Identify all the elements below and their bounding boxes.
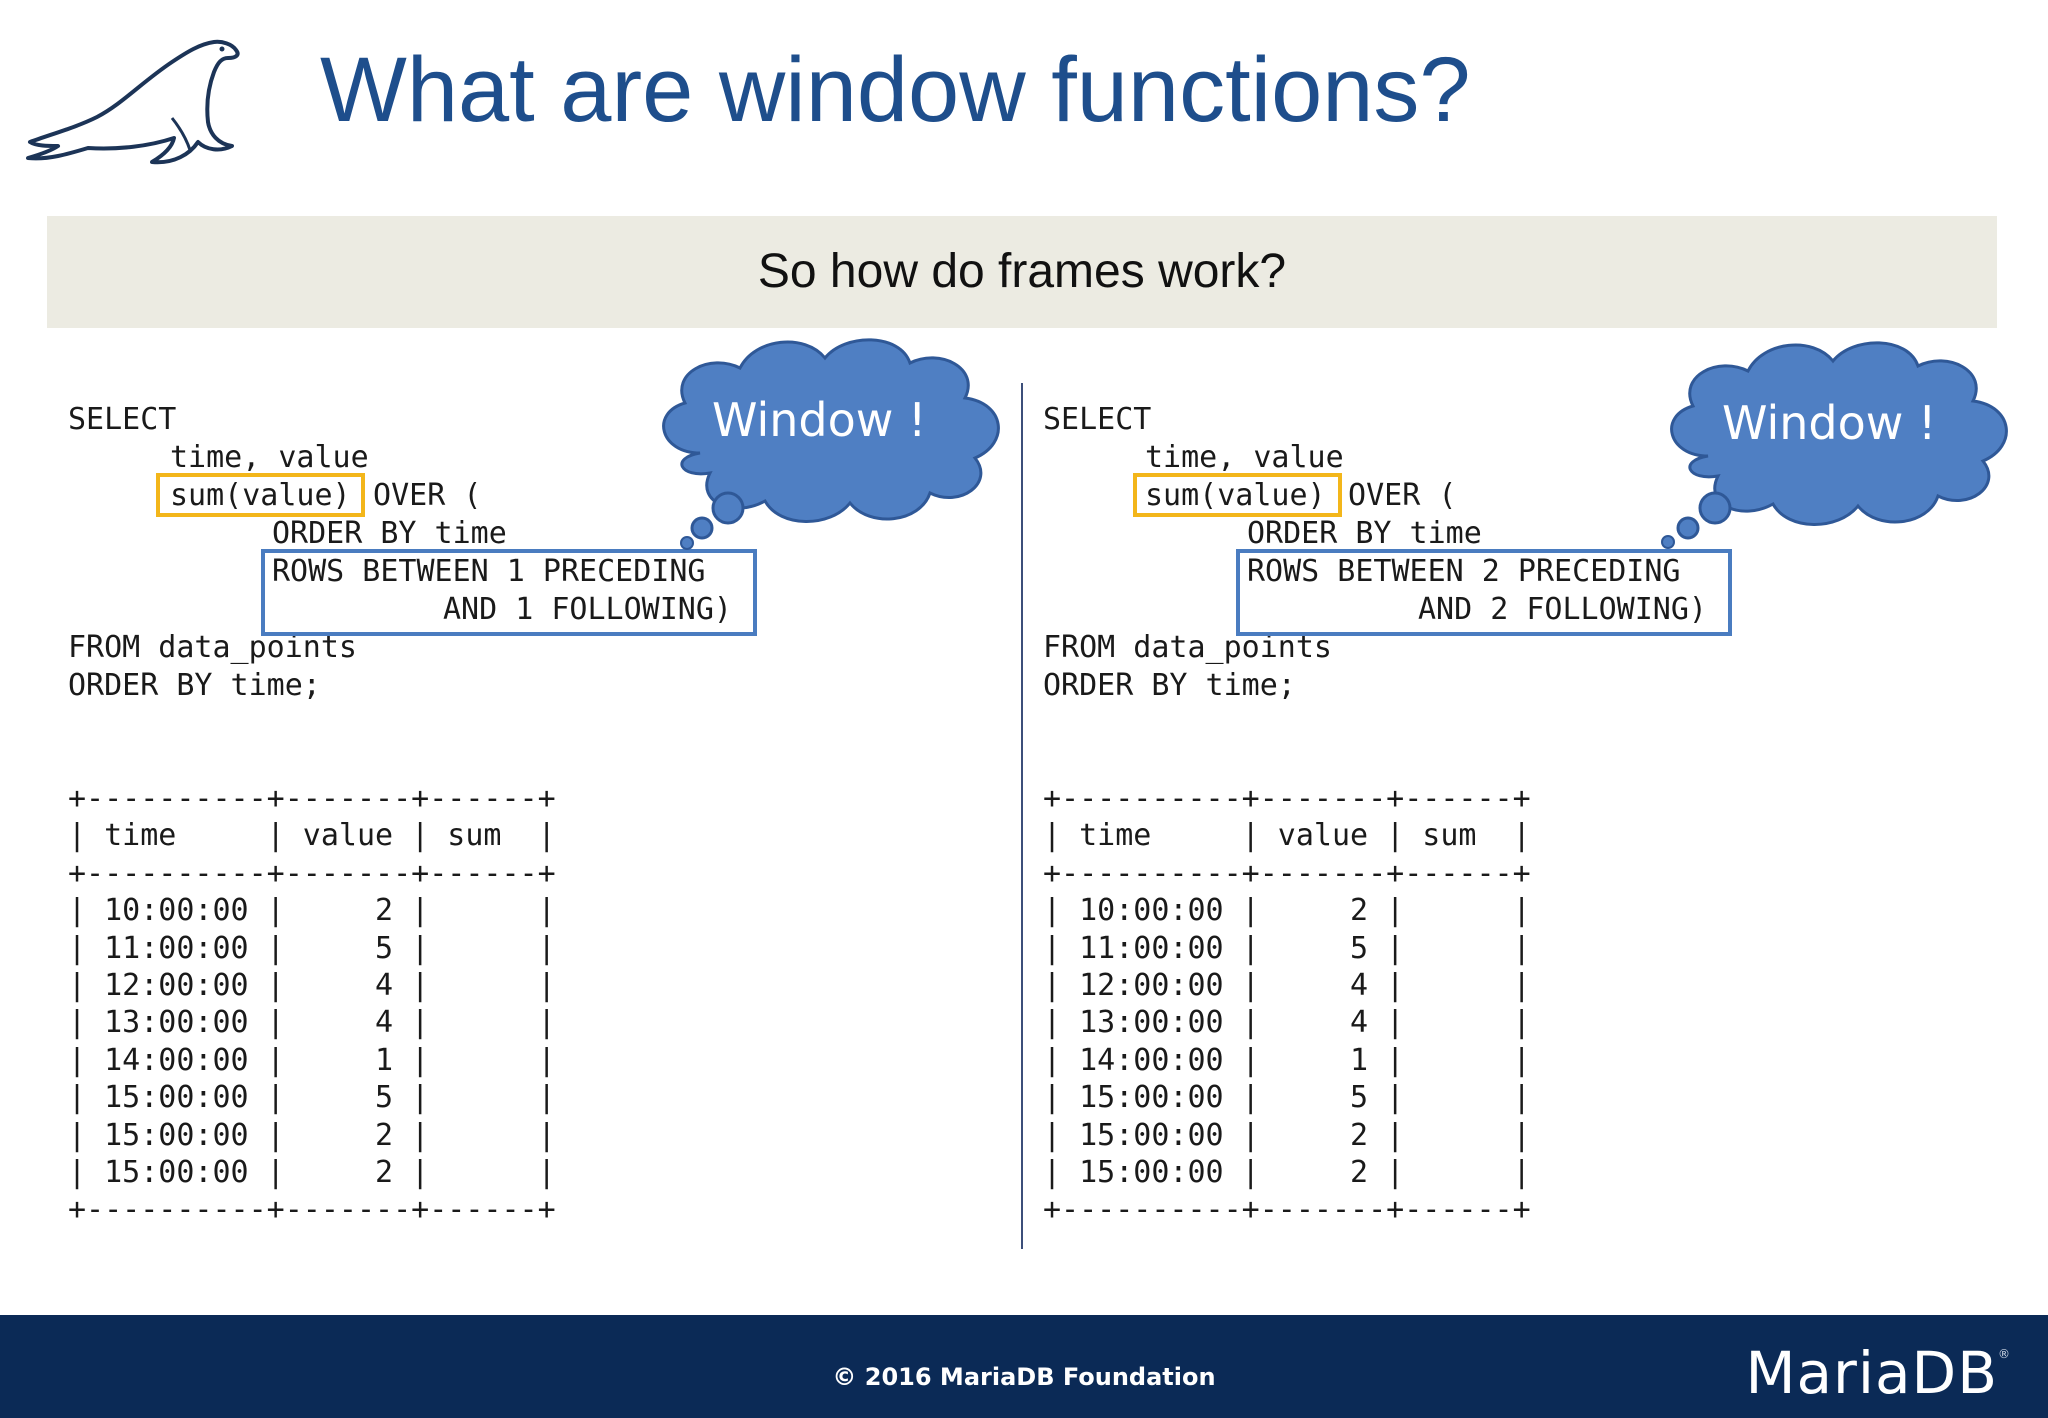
sql-over-keyword: OVER (: [355, 478, 482, 513]
table-row: | 14:00:00 | 1 | |: [1043, 1042, 1531, 1078]
table-row: | 10:00:00 | 2 | |: [68, 893, 556, 929]
sql-order-by: ORDER BY time: [1247, 516, 1482, 551]
table-row: | 13:00:00 | 4 | |: [68, 1005, 556, 1041]
table-header-row: | time | value | sum |: [1043, 818, 1531, 854]
sql-order-by-final: ORDER BY time;: [68, 668, 321, 703]
table-border-mid: +----------+-------+------+: [68, 855, 556, 891]
sql-rows-between: ROWS BETWEEN 2 PRECEDING: [1247, 554, 1681, 589]
table-row: | 15:00:00 | 2 | |: [1043, 1117, 1531, 1153]
function-highlight-box: [156, 473, 365, 517]
column-divider: [1021, 383, 1023, 1249]
sql-over-keyword: OVER (: [1330, 478, 1457, 513]
sql-select-keyword: SELECT: [1043, 402, 1152, 437]
sql-and-following: AND 1 FOLLOWING): [443, 592, 732, 627]
sql-columns: time, value: [170, 440, 369, 475]
frame-highlight-box: [1236, 549, 1732, 636]
sql-order-by-final: ORDER BY time;: [1043, 668, 1296, 703]
table-border-top: +----------+-------+------+: [68, 781, 556, 816]
slide-title: What are window functions?: [320, 39, 1471, 141]
table-row: | 15:00:00 | 2 | |: [68, 1155, 556, 1191]
frame-highlight-box: [261, 549, 757, 636]
table-header-row: | time | value | sum |: [68, 818, 556, 854]
table-row: | 15:00:00 | 2 | |: [1043, 1155, 1531, 1191]
sql-select-keyword: SELECT: [68, 402, 177, 437]
subtitle-text: So how do frames work?: [757, 245, 1287, 298]
result-table: +----------+-------+------+ | time | val…: [1043, 780, 1531, 1229]
cloud-label: Window !: [712, 393, 927, 447]
table-row: | 12:00:00 | 4 | |: [68, 968, 556, 1004]
table-border-bottom: +----------+-------+------+: [68, 1192, 556, 1228]
table-border-top: +----------+-------+------+: [1043, 781, 1531, 816]
table-border-mid: +----------+-------+------+: [1043, 855, 1531, 891]
footer-bar: © 2016 MariaDB Foundation MariaDB ®: [0, 1315, 2048, 1418]
table-row: | 14:00:00 | 1 | |: [68, 1042, 556, 1078]
function-highlight-box: [1133, 473, 1342, 517]
table-row: | 10:00:00 | 2 | |: [1043, 893, 1531, 929]
sql-sum-function: sum(value): [1145, 478, 1326, 513]
sql-rows-between: ROWS BETWEEN 1 PRECEDING: [272, 554, 706, 589]
table-row: | 12:00:00 | 4 | |: [1043, 968, 1531, 1004]
copyright-text: © 2016 MariaDB Foundation: [832, 1363, 1216, 1391]
sql-order-by: ORDER BY time: [272, 516, 507, 551]
sql-sum-function: sum(value): [170, 478, 351, 513]
table-row: | 11:00:00 | 5 | |: [1043, 930, 1531, 966]
registered-mark: ®: [1998, 1347, 2010, 1361]
table-row: | 11:00:00 | 5 | |: [68, 930, 556, 966]
cloud-label: Window !: [1722, 396, 1937, 450]
table-row: | 13:00:00 | 4 | |: [1043, 1005, 1531, 1041]
result-table: +----------+-------+------+ | time | val…: [68, 780, 556, 1229]
thought-cloud: [1661, 341, 2008, 549]
subtitle-band: So how do frames work?: [47, 216, 1997, 328]
sea-lion-logo: [22, 22, 248, 167]
mariadb-logo: MariaDB: [1745, 1339, 1998, 1407]
thought-cloud: [662, 338, 1000, 550]
sea-lion-icon: [26, 39, 240, 165]
table-row: | 15:00:00 | 5 | |: [1043, 1080, 1531, 1116]
table-border-bottom: +----------+-------+------+: [1043, 1192, 1531, 1228]
table-row: | 15:00:00 | 2 | |: [68, 1117, 556, 1153]
sql-and-following: AND 2 FOLLOWING): [1418, 592, 1707, 627]
table-row: | 15:00:00 | 5 | |: [68, 1080, 556, 1116]
sql-columns: time, value: [1145, 440, 1344, 475]
